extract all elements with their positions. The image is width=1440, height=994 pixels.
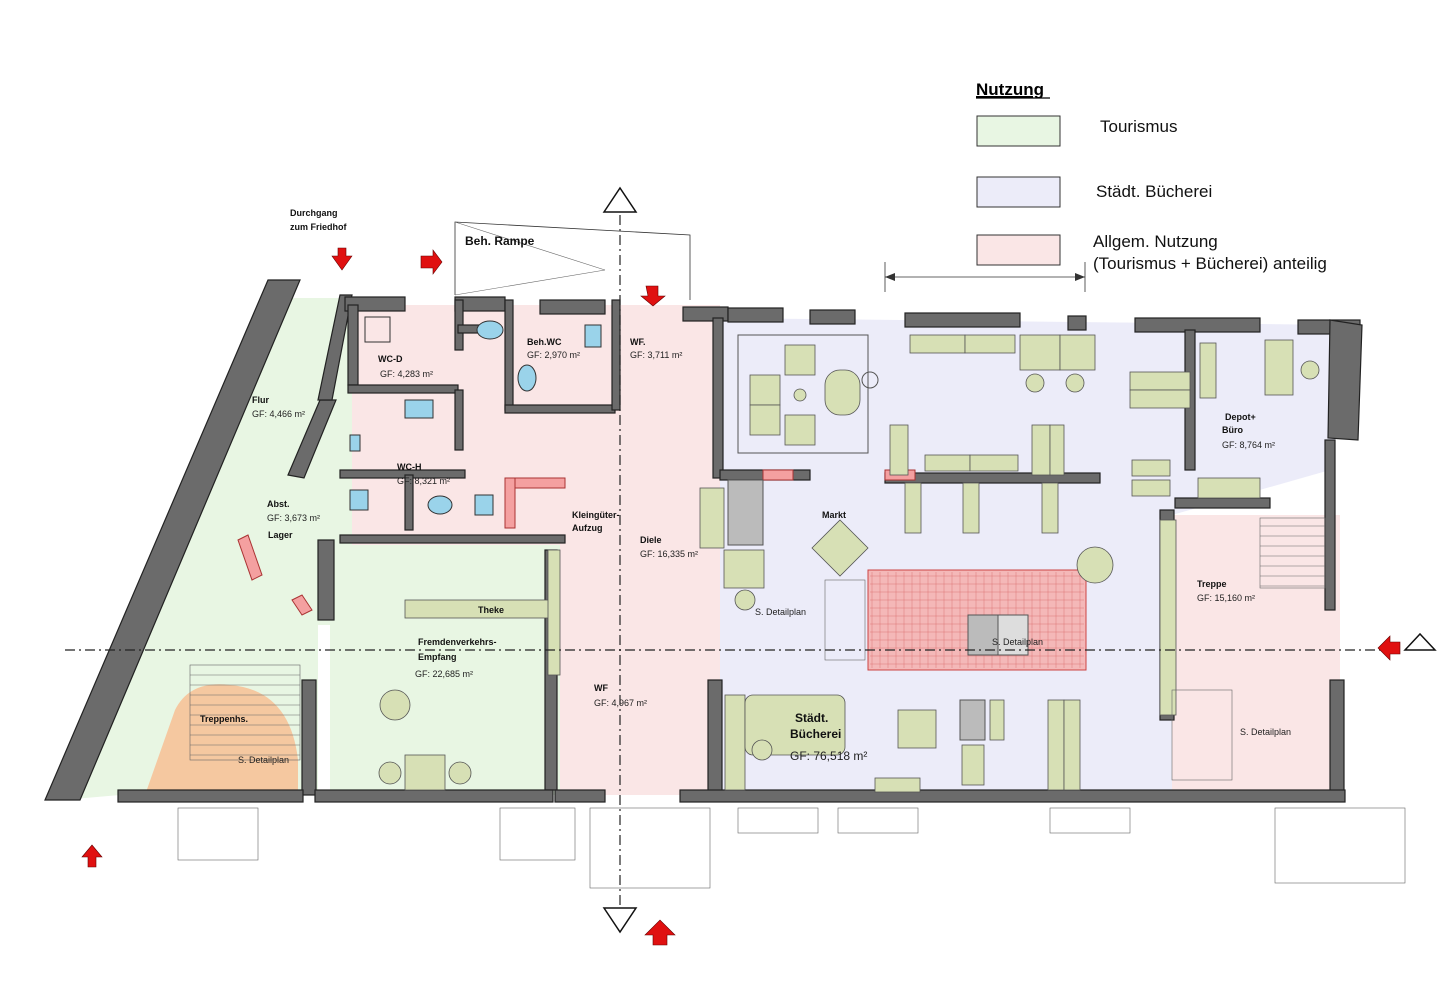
room-lager-name: Lager <box>268 530 293 540</box>
stair-lines <box>189 517 1326 781</box>
room-treppe-name: Treppe <box>1197 579 1227 589</box>
room-wf2-area: GF: 4,967 m² <box>594 698 647 708</box>
legend-swatch-tourismus <box>976 115 1061 147</box>
aufzug-label-2: Aufzug <box>572 523 603 533</box>
theke-label: Theke <box>478 605 504 615</box>
detailplan-label-center: S. Detailplan <box>992 637 1043 647</box>
ramp <box>454 221 691 300</box>
room-wcd-name: WC-D <box>378 354 403 364</box>
detailplan-label-right: S. Detailplan <box>1240 727 1291 737</box>
room-flur-name: Flur <box>252 395 269 405</box>
durchgang-label: Durchgang <box>290 208 338 218</box>
room-wch-name: WC-H <box>397 462 422 472</box>
room-flur-area: GF: 4,466 m² <box>252 409 305 419</box>
depot-label: Depot+ <box>1225 412 1256 422</box>
legend: Nutzung Tourismus Städt. Bücherei Allgem… <box>976 80 1327 273</box>
entry-arrow-icon <box>1377 635 1401 661</box>
legend-label-allgemein: Allgem. Nutzung <box>1093 232 1218 251</box>
legend-label-allgemein-2: (Tourismus + Bücherei) anteilig <box>1093 254 1327 273</box>
room-abst-area: GF: 3,673 m² <box>267 513 320 523</box>
room-fills <box>62 298 1345 800</box>
entry-arrow-icon <box>81 844 103 868</box>
buecherei-label: Städt. <box>795 711 828 725</box>
markt-label: Markt <box>822 510 846 520</box>
section-lines <box>65 186 1437 934</box>
room-wch-area: GF: 8,321 m² <box>397 476 450 486</box>
room-diele-area: GF: 16,335 m² <box>640 549 698 559</box>
labels: Durchgang zum Friedhof Beh. Rampe WC-D G… <box>200 208 1291 765</box>
treppenhaus-label: Treppenhs. <box>200 714 248 724</box>
buecherei-label-2: Bücherei <box>790 727 841 741</box>
legend-swatch-allgemein <box>976 234 1061 266</box>
center-stair <box>867 569 1087 671</box>
furniture <box>349 316 1320 793</box>
depot-area: GF: 8,764 m² <box>1222 440 1275 450</box>
detailplan-label-mid: S. Detailplan <box>755 607 806 617</box>
entry-arrow-icon <box>640 285 666 307</box>
legend-swatch-buecherei <box>976 176 1061 208</box>
room-treppe-area: GF: 15,160 m² <box>1197 593 1255 603</box>
entry-arrow-icon <box>420 249 443 275</box>
legend-title: Nutzung <box>976 80 1044 99</box>
dimension-line <box>884 262 1086 292</box>
entry-arrow-icon <box>644 919 676 946</box>
aufzug-label: Kleingüter- <box>572 510 620 520</box>
durchgang-label-2: zum Friedhof <box>290 222 347 232</box>
empfang-area: GF: 22,685 m² <box>415 669 473 679</box>
entry-steps <box>177 807 1406 889</box>
room-behwc-area: GF: 2,970 m² <box>527 350 580 360</box>
entry-arrows <box>81 247 1401 946</box>
legend-label-tourismus: Tourismus <box>1100 117 1177 136</box>
room-abst-name: Abst. <box>267 499 290 509</box>
depot-label-2: Büro <box>1222 425 1243 435</box>
legend-label-buecherei: Städt. Bücherei <box>1096 182 1212 201</box>
rampe-label: Beh. Rampe <box>465 234 535 248</box>
room-wcd-area: GF: 4,283 m² <box>380 369 433 379</box>
buecherei-area: GF: 76,518 m² <box>790 749 867 763</box>
entry-arrow-icon <box>331 247 353 271</box>
empfang-label: Fremdenverkehrs- <box>418 637 497 647</box>
room-behwc-name: Beh.WC <box>527 337 562 347</box>
room-diele-name: Diele <box>640 535 662 545</box>
room-wf2-name: WF <box>594 683 608 693</box>
room-wf1-name: WF. <box>630 337 646 347</box>
detailplan-label-left: S. Detailplan <box>238 755 289 765</box>
empfang-label-2: Empfang <box>418 652 457 662</box>
room-wf1-area: GF: 3,711 m² <box>630 350 682 360</box>
